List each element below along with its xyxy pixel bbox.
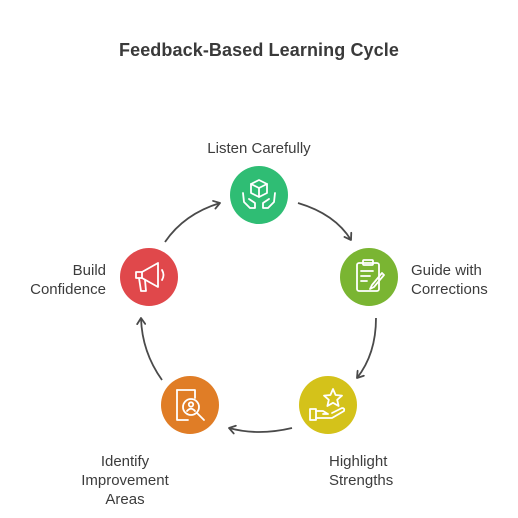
node-guide-with-corrections — [340, 248, 398, 306]
arrow-guide-to-highlight — [356, 317, 377, 379]
clipboard-pen-icon — [340, 248, 398, 306]
diagram-title: Feedback-Based Learning Cycle — [118, 40, 399, 60]
label-line: Highlight — [329, 453, 388, 470]
label-line: Confidence — [30, 281, 106, 298]
label-listen-carefully: Listen Carefully — [0, 139, 518, 158]
node-listen-carefully — [230, 166, 288, 224]
label-line: Strengths — [329, 472, 394, 489]
arrow-identify-to-build — [136, 317, 163, 381]
star-in-hand-icon — [299, 376, 357, 434]
megaphone-icon — [120, 248, 178, 306]
node-highlight-strengths — [299, 376, 357, 434]
node-build-confidence — [120, 248, 178, 306]
label-line: Listen Carefully — [207, 140, 311, 157]
label-identify-improvement-areas: Identify Improvement Areas — [60, 452, 190, 509]
label-line: Identify — [100, 453, 150, 470]
label-guide-with-corrections: Guide with Corrections — [411, 261, 488, 299]
arrow-listen-to-guide — [297, 202, 353, 241]
label-line: Build — [72, 262, 106, 279]
label-line: Corrections — [411, 281, 488, 298]
node-identify-improvement-areas — [161, 376, 219, 434]
label-highlight-strengths: Highlight Strengths — [329, 452, 393, 490]
label-line: Areas — [105, 491, 145, 508]
arrow-highlight-to-identify — [228, 424, 293, 435]
label-line: Guide with — [411, 262, 482, 279]
hands-holding-box-icon — [230, 166, 288, 224]
arrow-build-to-listen — [164, 200, 221, 243]
label-line: Improvement — [81, 472, 169, 489]
label-build-confidence: Build Confidence — [12, 261, 106, 299]
document-magnifier-icon — [161, 376, 219, 434]
